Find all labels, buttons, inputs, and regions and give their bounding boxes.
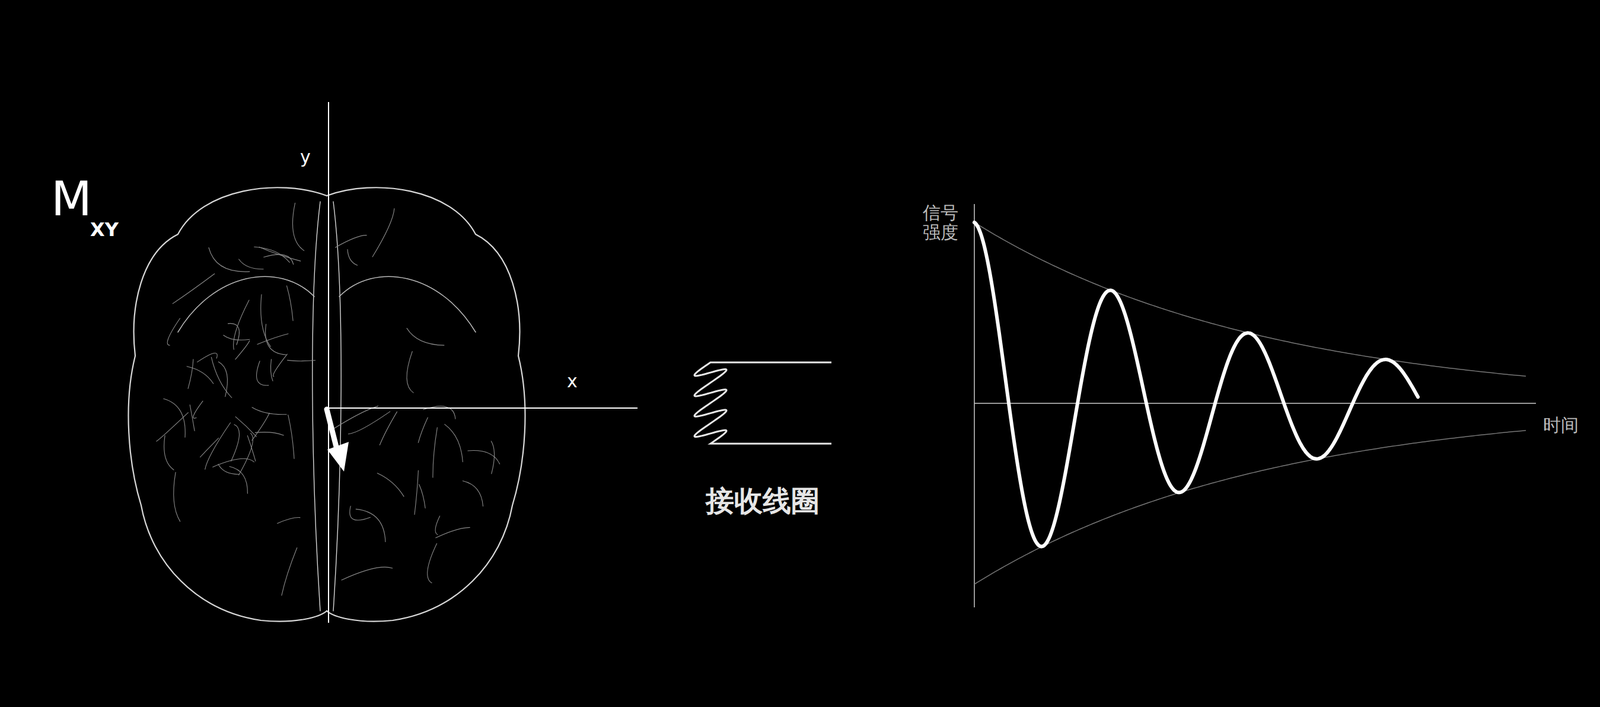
gyrus xyxy=(273,354,288,377)
gyrus xyxy=(270,359,273,382)
gyrus xyxy=(231,424,240,462)
hemisphere xyxy=(326,187,525,621)
gyrus xyxy=(173,472,181,522)
gyrus xyxy=(435,527,470,538)
gyrus xyxy=(287,359,316,361)
gyrus xyxy=(406,327,445,346)
gyrus xyxy=(281,547,298,596)
gyrus xyxy=(372,208,395,257)
gyrus xyxy=(205,422,231,470)
time-axis xyxy=(974,402,1536,404)
gyrus xyxy=(229,466,248,494)
gyrus xyxy=(218,361,228,397)
x-axis xyxy=(326,407,638,409)
gyrus xyxy=(467,450,500,465)
decay-envelope xyxy=(974,222,1526,376)
gyrus xyxy=(444,424,464,462)
gyrus xyxy=(462,480,483,507)
gyrus xyxy=(349,505,371,521)
gyrus xyxy=(277,517,301,524)
gyrus xyxy=(211,357,232,398)
gyrus xyxy=(435,515,441,535)
gyrus xyxy=(256,361,269,386)
gyrus xyxy=(235,340,250,360)
lobe-line xyxy=(339,276,476,333)
gyrus xyxy=(419,484,426,509)
gyrus xyxy=(427,543,438,583)
gyrus xyxy=(218,464,239,475)
gyrus xyxy=(235,416,257,438)
gyrus xyxy=(208,247,250,273)
gyrus xyxy=(292,202,304,251)
gyrus xyxy=(491,441,494,474)
gyrus xyxy=(156,412,189,442)
gyrus xyxy=(193,400,203,419)
gyrus xyxy=(432,427,438,478)
gyrus xyxy=(260,294,271,347)
gyrus xyxy=(186,366,214,384)
y-axis xyxy=(327,102,330,623)
axis-label: x xyxy=(566,371,578,391)
gyrus xyxy=(377,473,404,497)
gyrus xyxy=(335,235,368,248)
gyrus xyxy=(287,285,294,321)
gyrus xyxy=(257,333,289,345)
gyrus xyxy=(255,432,284,436)
gyrus xyxy=(164,435,174,470)
arrow-head xyxy=(327,441,349,472)
gyrus xyxy=(189,405,195,432)
gyrus xyxy=(288,415,295,460)
gyrus xyxy=(379,411,397,445)
axis-label: y xyxy=(300,147,311,167)
gyrus xyxy=(414,470,419,515)
fissure xyxy=(312,201,321,611)
gyrus xyxy=(265,324,287,356)
gyrus xyxy=(418,417,428,443)
signal-axis xyxy=(973,204,975,608)
subscript: XY xyxy=(90,219,119,241)
gyrus xyxy=(406,351,414,394)
gyrus xyxy=(355,508,386,542)
hemisphere xyxy=(128,187,327,621)
gyrus xyxy=(238,432,254,476)
gyrus xyxy=(200,438,219,458)
gyrus xyxy=(347,249,358,266)
gyrus xyxy=(263,254,294,265)
lobe-line xyxy=(177,276,315,333)
gyrus xyxy=(223,335,250,340)
gyrus xyxy=(197,352,218,362)
gyrus xyxy=(341,566,393,580)
gyrus xyxy=(187,359,194,389)
coil-label: 接收线圈 xyxy=(705,485,820,517)
gyrus xyxy=(348,411,390,435)
gyrus xyxy=(252,407,287,415)
brain-outline xyxy=(128,187,526,621)
gyrus xyxy=(238,259,264,270)
gyrus xyxy=(259,247,301,262)
fissure xyxy=(333,201,341,611)
gyrus xyxy=(233,300,250,350)
gyrus xyxy=(252,412,270,441)
fid-signal xyxy=(974,222,1418,547)
gyrus xyxy=(254,246,290,263)
gyrus xyxy=(330,406,379,431)
axis-title: 时间 xyxy=(1543,415,1579,435)
receive-coil xyxy=(694,362,832,444)
axis-title: 信号 强度 xyxy=(922,202,961,242)
gyrus xyxy=(172,273,215,304)
magnetization-symbol: M xyxy=(51,173,92,226)
